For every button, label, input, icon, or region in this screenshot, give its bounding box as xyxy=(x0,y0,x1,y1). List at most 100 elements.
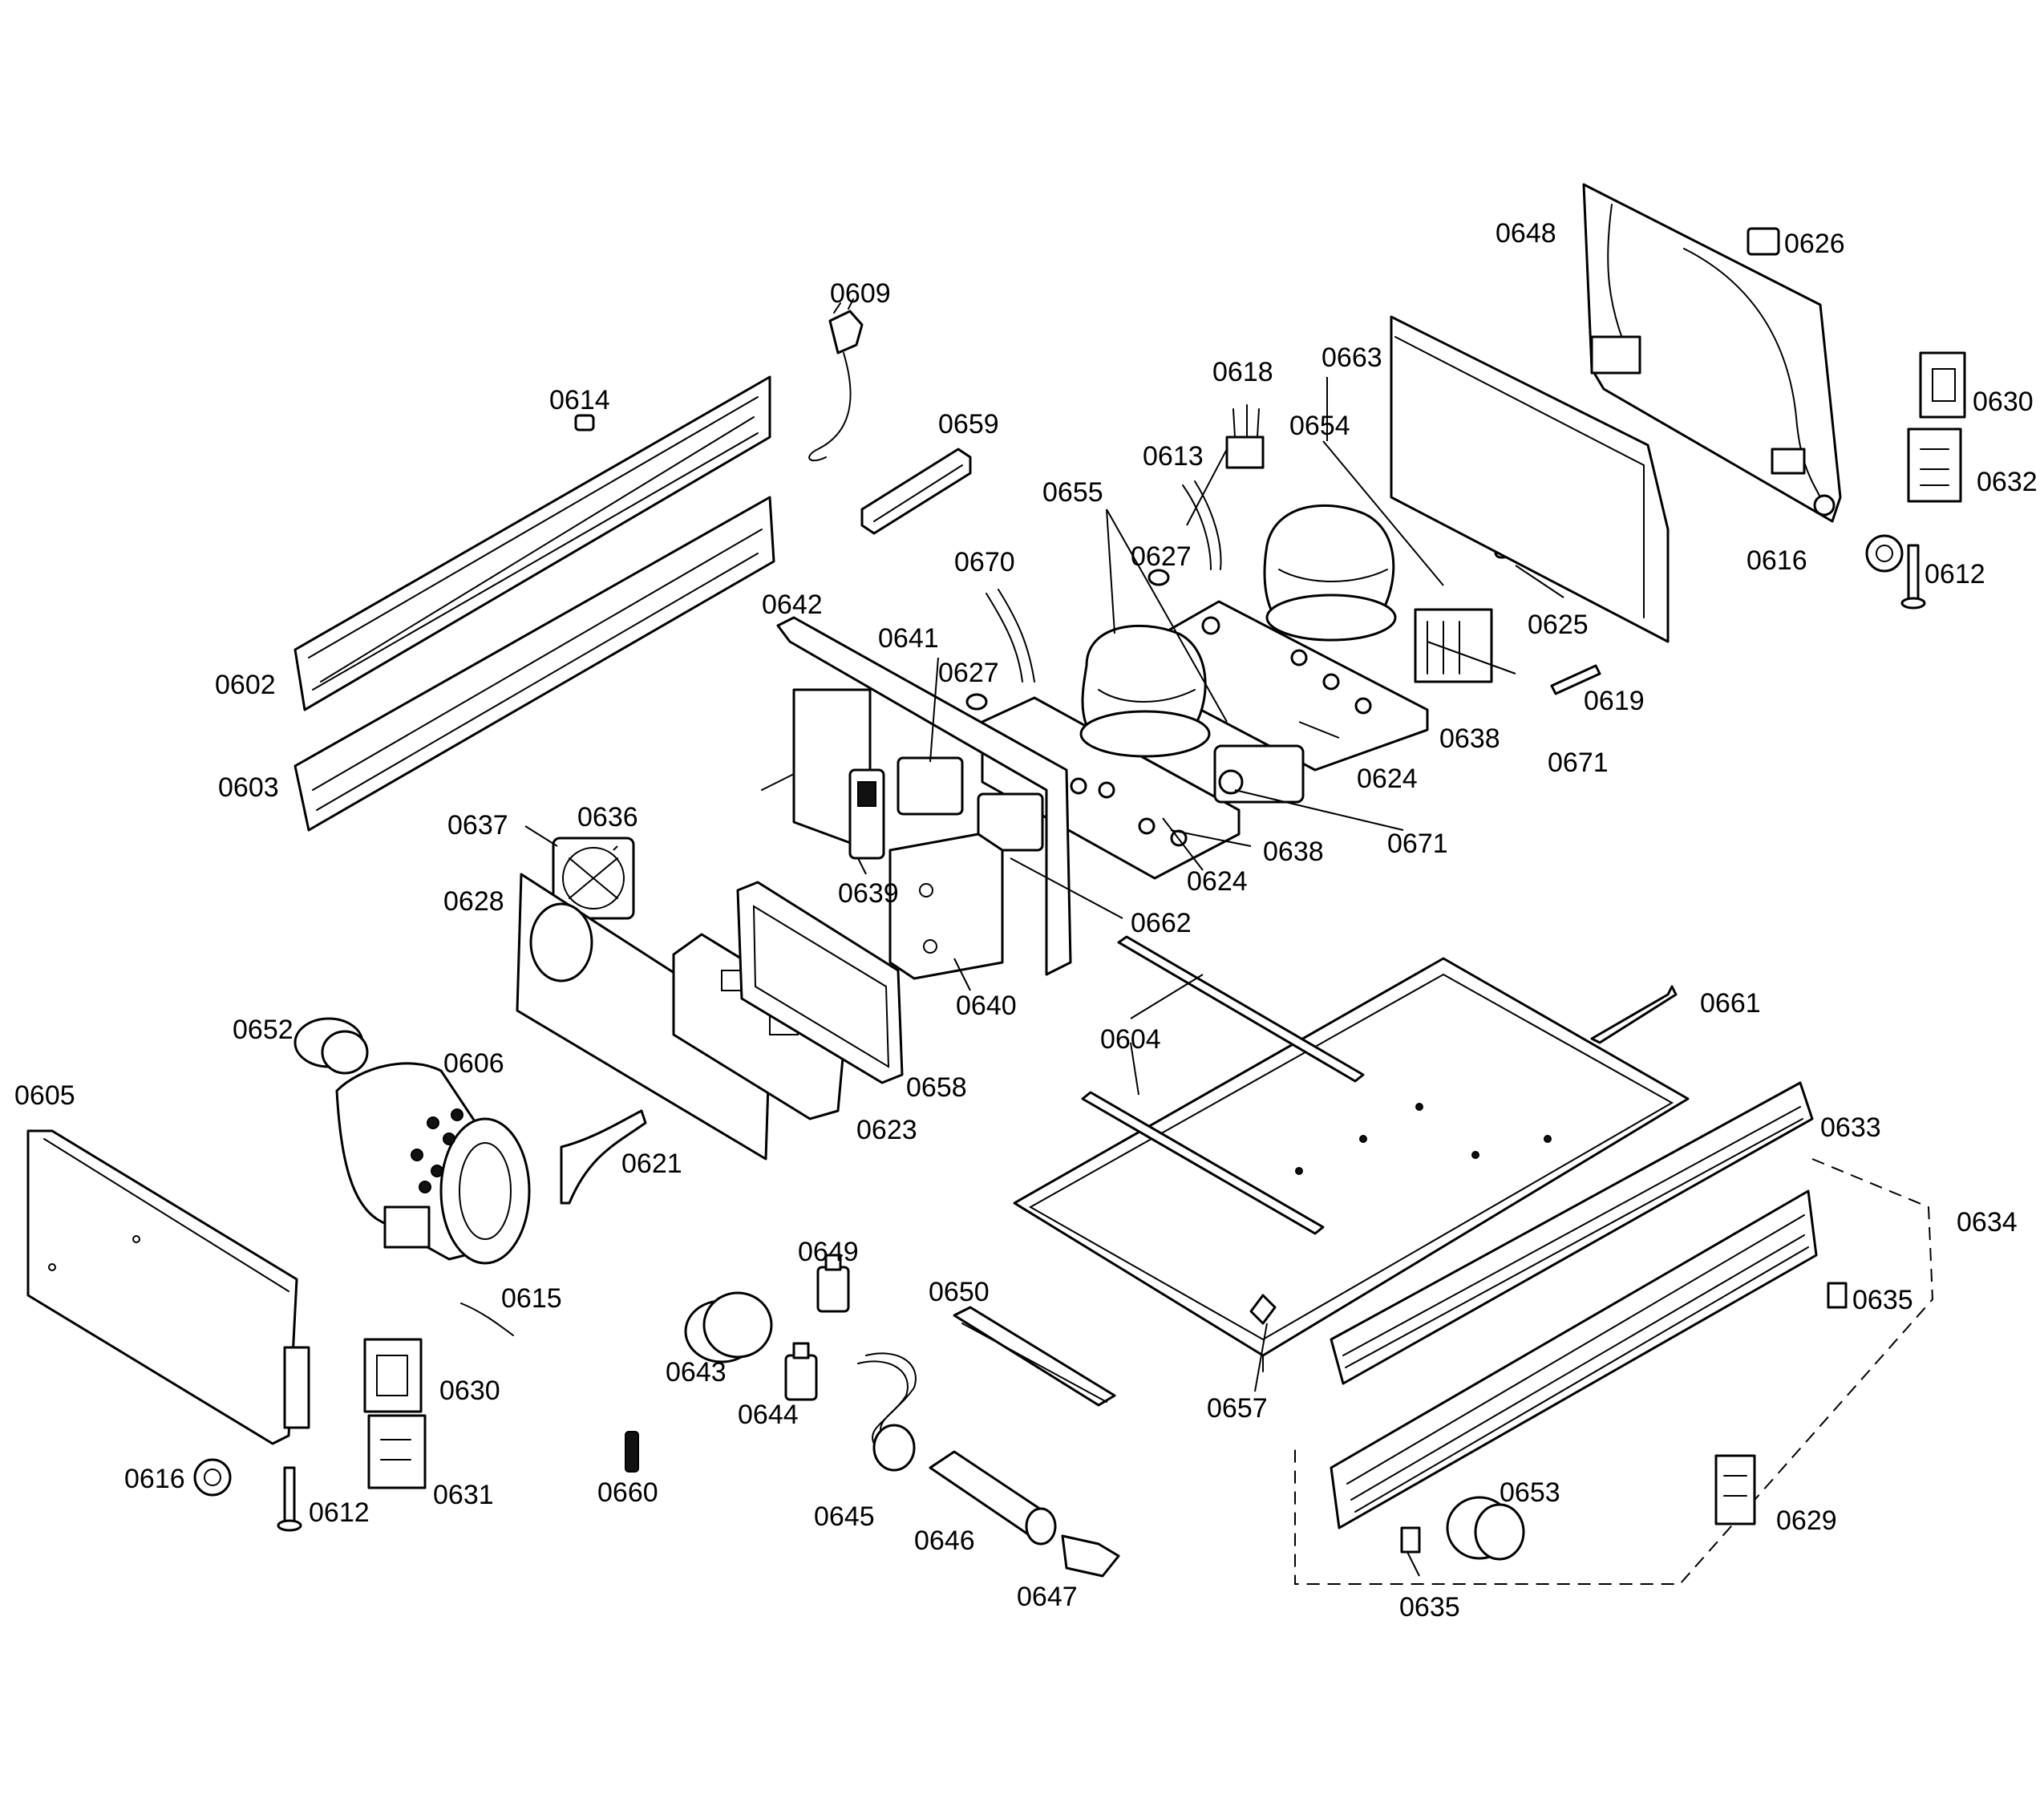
label-0612-right: 0612 xyxy=(1925,559,1985,590)
label-0657: 0657 xyxy=(1207,1393,1268,1424)
label-0662: 0662 xyxy=(1131,908,1192,938)
label-0621: 0621 xyxy=(621,1149,682,1179)
screw-0612-right xyxy=(1900,544,1926,610)
label-0602: 0602 xyxy=(215,670,276,700)
clip-0614 xyxy=(574,414,595,431)
power-cord-0609 xyxy=(808,298,864,462)
label-0652: 0652 xyxy=(233,1015,293,1045)
leveler-0616-left xyxy=(193,1458,232,1497)
transformer-0638 xyxy=(1414,608,1493,683)
label-0616-left: 0616 xyxy=(124,1464,185,1494)
frame-0658 xyxy=(736,881,904,1084)
terminal-0619 xyxy=(1550,664,1601,695)
label-0612-left: 0612 xyxy=(309,1497,370,1528)
label-0627-a: 0627 xyxy=(1131,541,1192,572)
label-0637: 0637 xyxy=(447,810,508,841)
bracket-0661 xyxy=(1590,985,1678,1044)
label-0655: 0655 xyxy=(1042,477,1103,508)
label-0634: 0634 xyxy=(1957,1207,2018,1238)
label-0671-b: 0671 xyxy=(1387,829,1448,859)
bracket-0631 xyxy=(367,1414,427,1489)
label-0670: 0670 xyxy=(954,547,1015,577)
tube-0613 xyxy=(1182,480,1222,570)
label-0624-a: 0624 xyxy=(1357,764,1418,794)
compressor-0654 xyxy=(1263,504,1397,642)
label-0613: 0613 xyxy=(1143,441,1204,472)
label-0624-b: 0624 xyxy=(1187,866,1248,897)
board-0623 xyxy=(672,933,848,1120)
screw-0612-left xyxy=(277,1466,302,1532)
bracket-0659 xyxy=(860,448,972,535)
panel-0663 xyxy=(1390,315,1670,643)
label-0635-right: 0635 xyxy=(1852,1285,1913,1315)
label-0627-b: 0627 xyxy=(938,658,999,688)
label-0645: 0645 xyxy=(814,1501,875,1532)
label-0630-left: 0630 xyxy=(439,1376,500,1406)
switch-0626 xyxy=(1747,227,1780,256)
label-0641: 0641 xyxy=(878,623,939,654)
control-box-0671 xyxy=(1213,744,1305,804)
label-0661: 0661 xyxy=(1700,988,1761,1019)
connector-0647 xyxy=(1061,1534,1120,1578)
label-0648: 0648 xyxy=(1496,218,1556,249)
label-0606: 0606 xyxy=(443,1048,504,1079)
valve-0649 xyxy=(816,1254,850,1313)
grommet-0627-upper xyxy=(1147,569,1170,586)
part-labels: 0609 0614 0602 0603 0659 0670 0642 0641 … xyxy=(14,218,2038,1623)
harness-0645 xyxy=(857,1352,917,1472)
bracket-0629 xyxy=(1714,1454,1756,1525)
label-0614: 0614 xyxy=(549,385,610,415)
rail-0604 xyxy=(1081,935,1365,1235)
label-0640: 0640 xyxy=(956,991,1017,1021)
filter-0635-left xyxy=(1400,1526,1421,1554)
spring-0660 xyxy=(625,1431,639,1473)
label-0654: 0654 xyxy=(1289,411,1350,441)
label-0663: 0663 xyxy=(1322,342,1382,373)
label-0658: 0658 xyxy=(906,1072,967,1103)
tube-0670 xyxy=(986,589,1035,683)
grille-0633 xyxy=(1330,1081,1814,1385)
label-0647: 0647 xyxy=(1017,1582,1078,1612)
label-0639: 0639 xyxy=(838,878,899,909)
frame-0648 xyxy=(1582,183,1842,523)
group-outline-0634 xyxy=(1294,1158,1934,1585)
label-0631: 0631 xyxy=(433,1480,494,1510)
label-0636: 0636 xyxy=(577,802,638,833)
label-0643: 0643 xyxy=(666,1357,727,1388)
label-0649: 0649 xyxy=(798,1237,859,1267)
filter-0643 xyxy=(684,1291,773,1363)
panel-0602 xyxy=(293,375,771,711)
label-0603: 0603 xyxy=(218,772,279,803)
leader-lines xyxy=(524,377,1564,1577)
label-0625: 0625 xyxy=(1528,610,1589,640)
capacitor-0652 xyxy=(293,1017,369,1075)
label-0642: 0642 xyxy=(762,590,823,620)
label-0619: 0619 xyxy=(1584,686,1645,716)
fan-shroud-0606 xyxy=(335,1062,531,1265)
label-0609: 0609 xyxy=(830,278,891,309)
side-panel-0605 xyxy=(26,1129,310,1445)
label-0659: 0659 xyxy=(938,409,999,440)
label-0615: 0615 xyxy=(501,1283,562,1314)
clip-0657 xyxy=(1249,1294,1277,1325)
label-0618: 0618 xyxy=(1212,357,1273,387)
bracket-0621 xyxy=(560,1109,647,1205)
label-0644: 0644 xyxy=(738,1400,799,1430)
bracket-0630-left xyxy=(363,1338,423,1413)
label-0623: 0623 xyxy=(856,1115,917,1145)
panel-0603 xyxy=(293,496,775,832)
knob-0653 xyxy=(1446,1496,1525,1561)
strip-0650 xyxy=(953,1306,1116,1407)
heater-0646 xyxy=(929,1450,1057,1546)
compressor-0655 xyxy=(1079,624,1211,758)
label-0630-right: 0630 xyxy=(1973,387,2034,417)
label-0650: 0650 xyxy=(929,1277,990,1307)
label-0638-a: 0638 xyxy=(1439,723,1500,754)
label-0616-right: 0616 xyxy=(1747,545,1807,576)
fan-0637 xyxy=(552,837,635,920)
box-0640 xyxy=(888,833,1004,980)
label-0633: 0633 xyxy=(1820,1112,1881,1143)
valve-0644 xyxy=(784,1342,818,1401)
leveler-0616-right xyxy=(1865,534,1904,573)
